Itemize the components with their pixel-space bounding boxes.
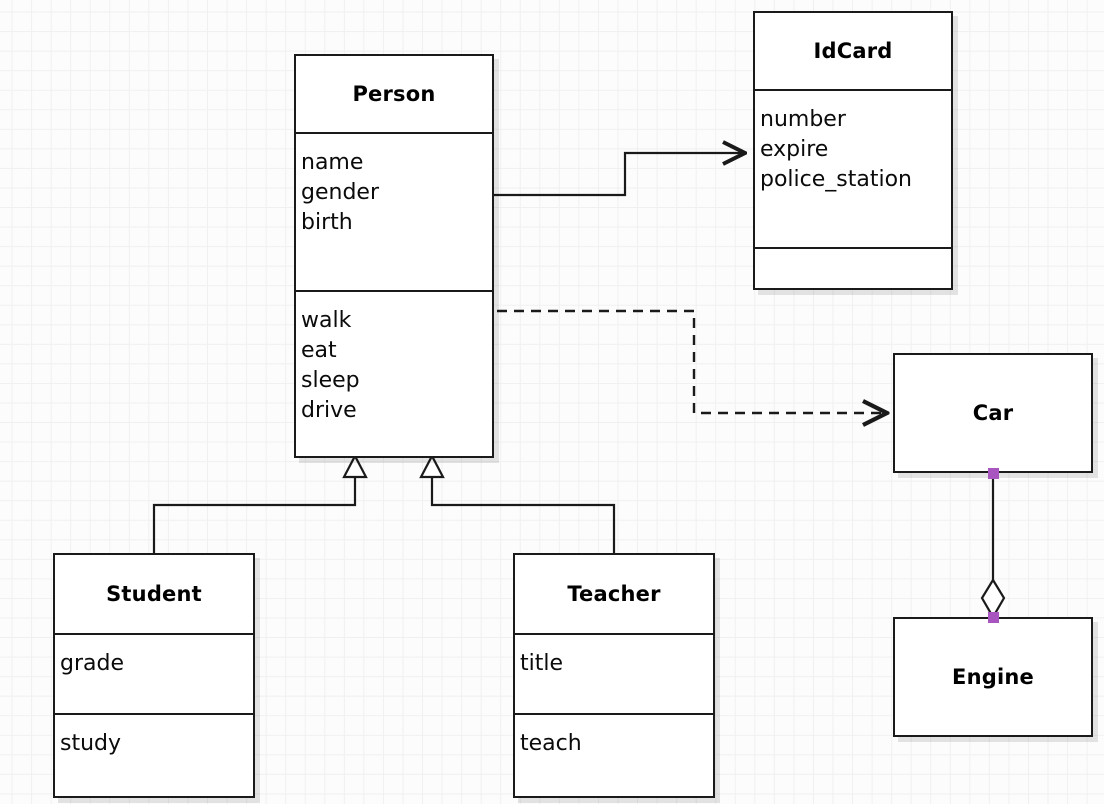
class-operations-idcard: [755, 247, 951, 288]
class-name-label: Teacher: [567, 582, 661, 606]
class-attributes-idcard: number expire police_station: [755, 89, 951, 247]
attribute-row: expire: [760, 137, 829, 162]
class-operations-student: study: [55, 713, 253, 798]
operation-row: teach: [520, 731, 582, 756]
edge-association-person-idcard[interactable]: [494, 153, 745, 197]
class-box-person[interactable]: Person name gender birth walk eat sleep …: [294, 54, 494, 458]
edge-dependency-person-car[interactable]: [497, 309, 887, 413]
class-operations-person: walk eat sleep drive: [296, 290, 492, 460]
edge-aggregation-car-engine[interactable]: [980, 475, 1006, 620]
class-name-label: Student: [106, 582, 202, 606]
class-name-label: Car: [972, 401, 1014, 425]
class-box-car[interactable]: Car: [893, 353, 1093, 473]
attribute-row: name: [301, 150, 364, 175]
edge-generalization-student-person[interactable]: [152, 453, 368, 553]
operation-row: drive: [301, 398, 357, 423]
attribute-row: number: [760, 107, 846, 132]
attribute-row: birth: [301, 210, 353, 235]
edge-generalization-teacher-person[interactable]: [419, 453, 616, 553]
class-name-label: Person: [352, 82, 436, 106]
class-name-label: Engine: [952, 665, 1034, 689]
operation-row: walk: [301, 308, 352, 333]
attribute-row: police_station: [760, 167, 912, 192]
class-attributes-student: grade: [55, 633, 253, 713]
operation-row: eat: [301, 338, 337, 363]
attribute-row: grade: [60, 651, 124, 676]
port-marker-car-bottom: [988, 468, 999, 479]
operation-row: sleep: [301, 368, 360, 393]
class-title-car: Car: [895, 355, 1091, 471]
class-title-person: Person: [296, 56, 492, 132]
class-attributes-teacher: title: [515, 633, 713, 713]
class-attributes-person: name gender birth: [296, 132, 492, 290]
class-box-teacher[interactable]: Teacher title teach: [513, 553, 715, 798]
attribute-row: gender: [301, 180, 379, 205]
class-title-student: Student: [55, 555, 253, 633]
class-name-label: IdCard: [813, 39, 893, 63]
class-operations-teacher: teach: [515, 713, 713, 798]
class-box-engine[interactable]: Engine: [893, 617, 1093, 737]
class-title-idcard: IdCard: [755, 13, 951, 89]
operation-row: study: [60, 731, 122, 756]
attribute-row: title: [520, 651, 564, 676]
class-box-student[interactable]: Student grade study: [53, 553, 255, 798]
class-box-idcard[interactable]: IdCard number expire police_station: [753, 11, 953, 290]
class-title-teacher: Teacher: [515, 555, 713, 633]
class-title-engine: Engine: [895, 619, 1091, 735]
port-marker-engine-top: [988, 612, 999, 623]
